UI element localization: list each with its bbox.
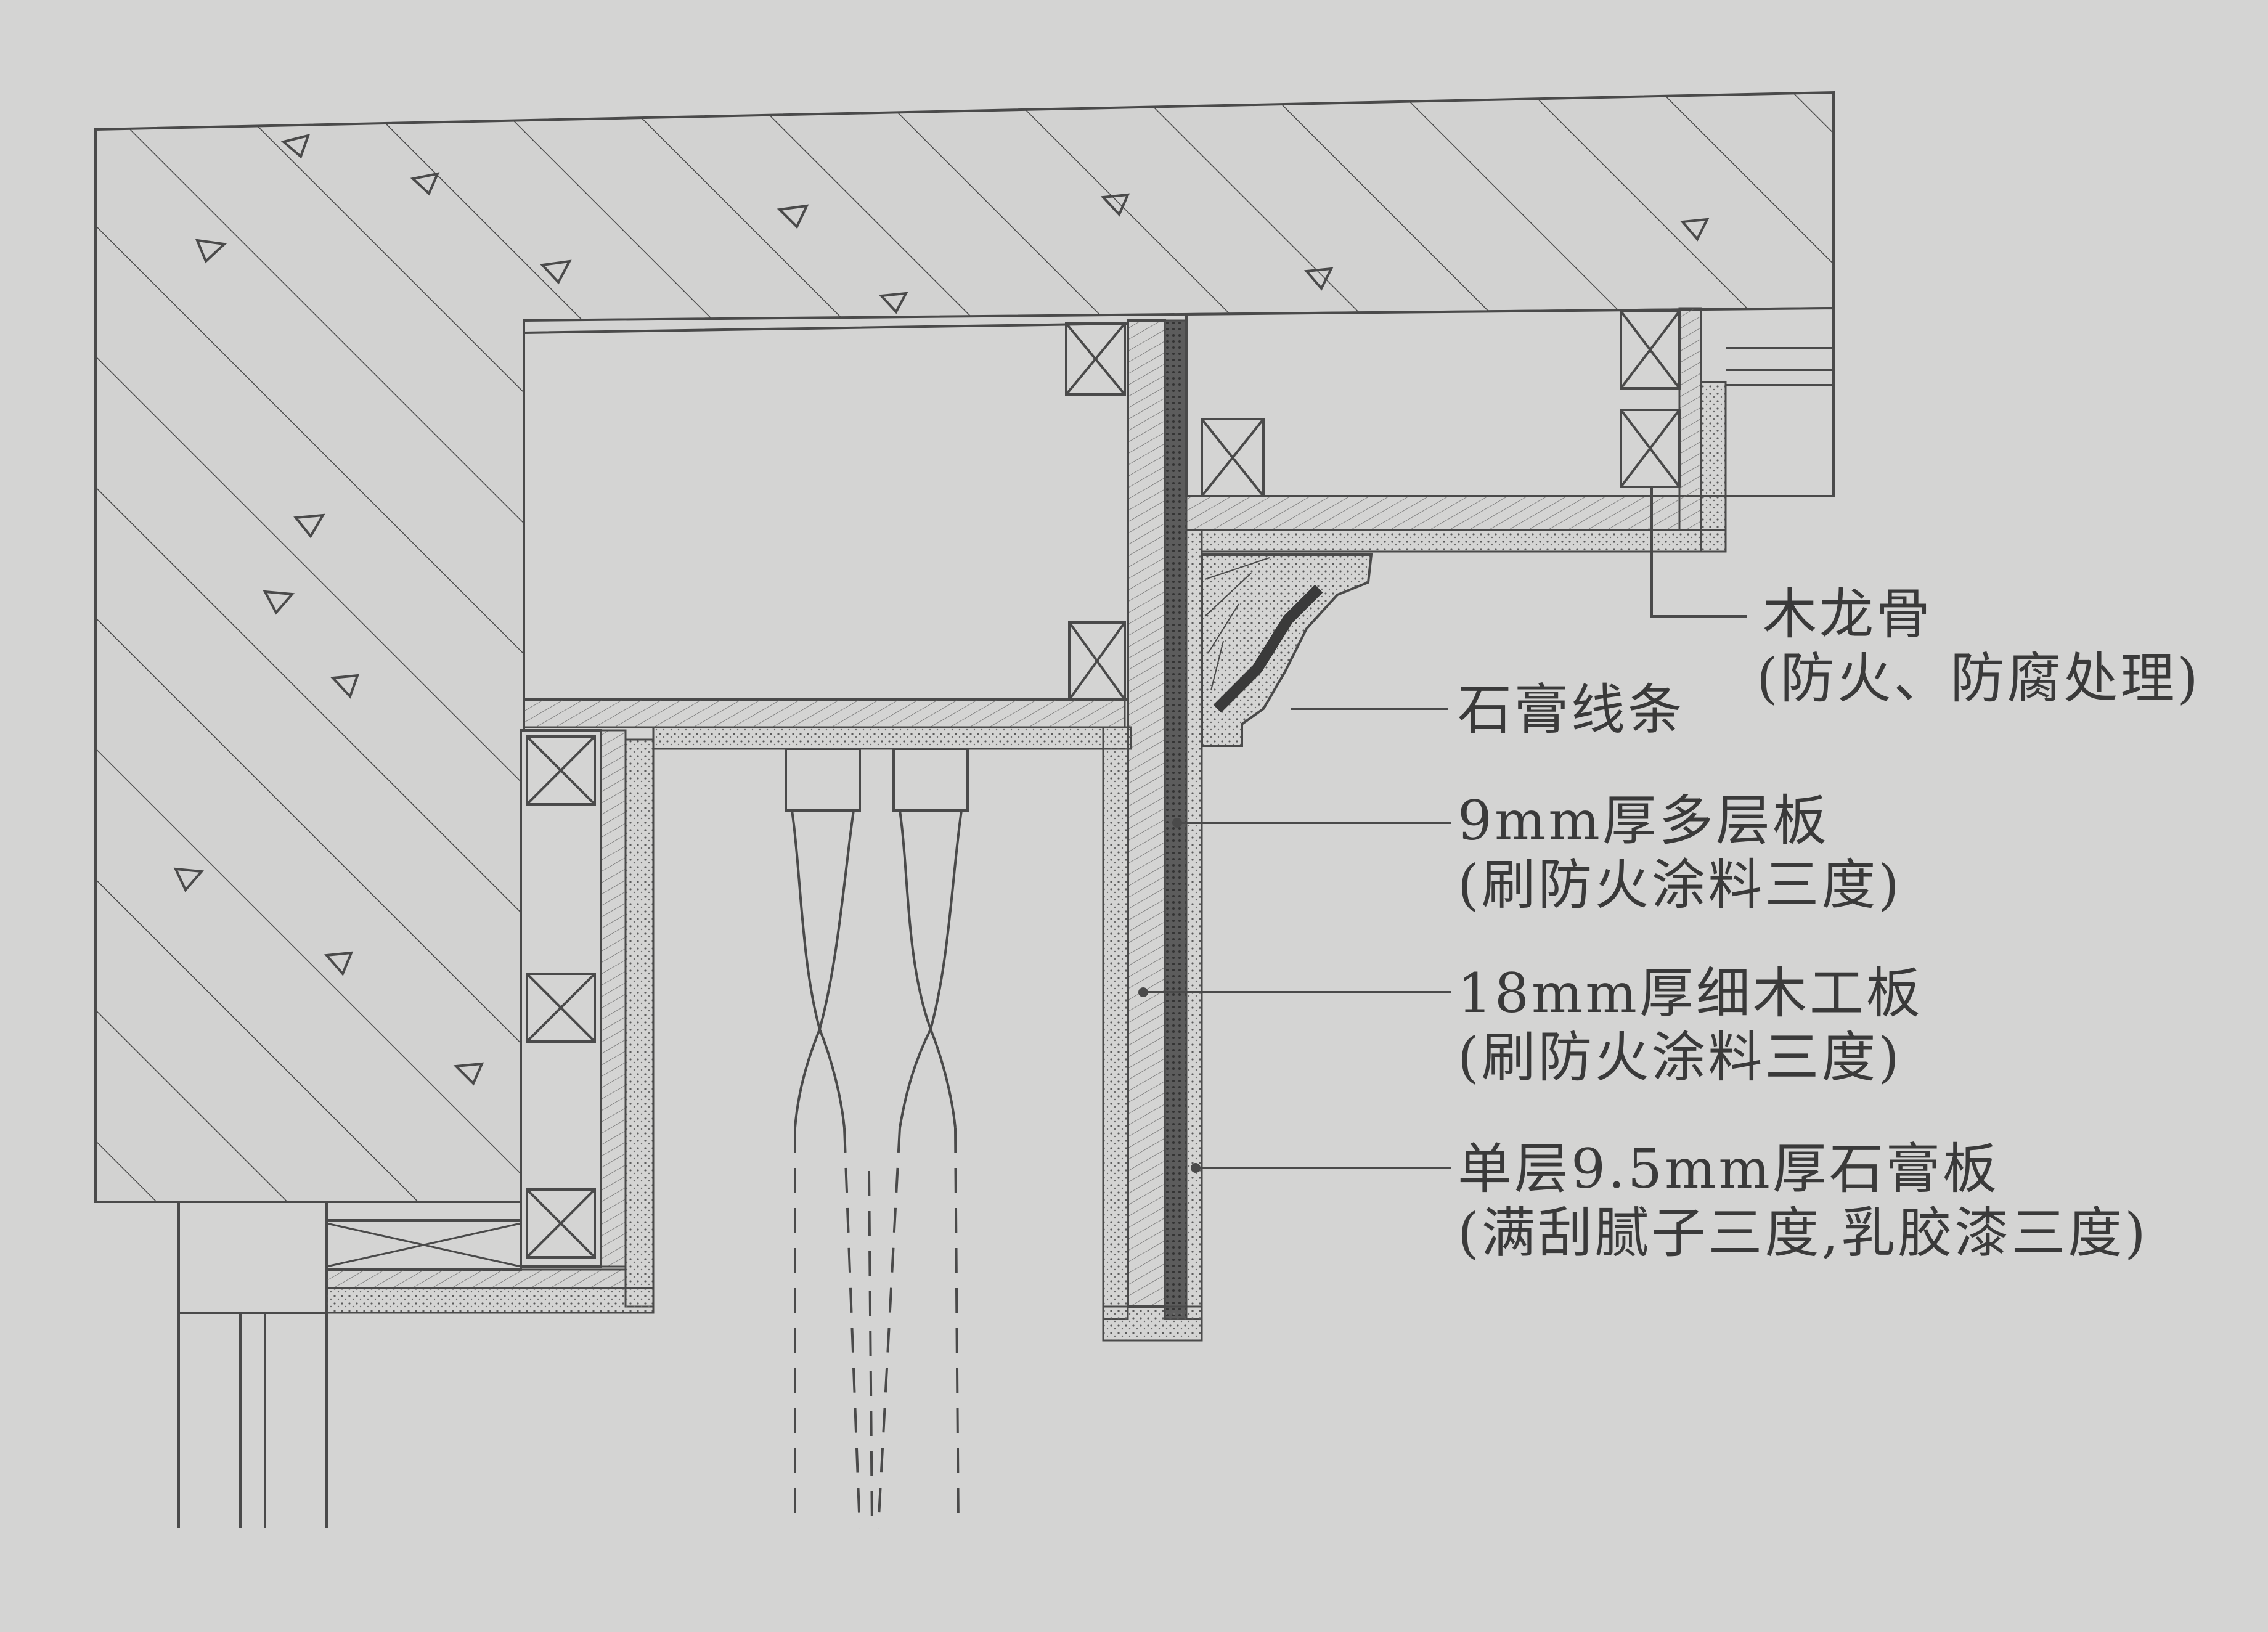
label-wood-keel-note: (防火、防腐处理) [1756, 647, 2201, 710]
label-plywood-note: (刷防火涂料三度) [1458, 853, 1902, 916]
label-gypsum-board: 单层9.5mm厚石膏板 (满刮腻子三度,乳胶漆三度) [1458, 1137, 2148, 1265]
right-ceiling-assembly [1185, 306, 1835, 553]
label-blockboard-note: (刷防火涂料三度) [1458, 1026, 1902, 1089]
label-wood-keel: 木龙骨 (防火、防腐处理) [1756, 582, 2201, 711]
left-keel-assembly [325, 621, 655, 1314]
central-partition [1102, 319, 1203, 1342]
label-plywood: 9mm厚多层板 (刷防火涂料三度) [1458, 789, 1902, 917]
label-gypsum-molding: 石膏线条 [1458, 678, 1684, 742]
gypsum-cornice [1201, 553, 1373, 747]
leader-lines [1138, 487, 1747, 1173]
label-gypsum-board-note: (满刮腻子三度,乳胶漆三度) [1458, 1201, 2148, 1265]
label-blockboard-title: 18mm厚细木工板 [1458, 961, 1923, 1025]
upper-ceiling-box [523, 322, 1129, 701]
label-gypsum-molding-title: 石膏线条 [1458, 678, 1685, 741]
pendant-lights [785, 748, 969, 1529]
leader-wood-keel [1650, 487, 1747, 618]
label-plywood-title: 9mm厚多层板 [1458, 789, 1829, 852]
label-wood-keel-title: 木龙骨 [1763, 582, 1933, 646]
label-gypsum-board-title: 单层9.5mm厚石膏板 [1458, 1137, 1999, 1201]
window-frame [177, 1313, 328, 1528]
label-blockboard: 18mm厚细木工板 (刷防火涂料三度) [1458, 961, 1923, 1090]
